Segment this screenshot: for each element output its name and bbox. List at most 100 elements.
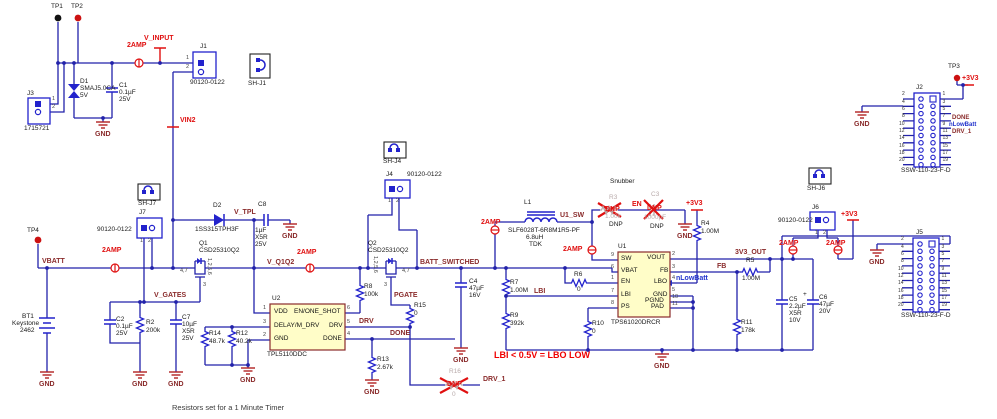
j2-pin-16-num: 16	[899, 142, 905, 149]
u1-num-5: 5	[672, 287, 676, 293]
fuse5-label: 2AMP	[563, 246, 583, 253]
j2-pin-20-num: 20	[899, 157, 905, 164]
pin1-marker	[928, 240, 936, 248]
junction-dot	[252, 266, 256, 270]
j1-ref: J1	[200, 43, 207, 50]
header-pins	[34, 60, 830, 232]
r16-val: 0	[452, 391, 456, 398]
r6-ref: R6	[574, 271, 583, 278]
j2-ref: J2	[916, 84, 923, 91]
j3-body	[27, 97, 51, 125]
u1-num-3: 3	[672, 264, 676, 270]
r16-ref: R16	[449, 368, 461, 375]
resistor-symbol	[582, 320, 594, 338]
j6-ref: J6	[812, 204, 819, 211]
q1-pin-gate: 3	[203, 282, 207, 288]
j6-body	[809, 211, 836, 231]
u1-num-9: 9	[611, 252, 615, 258]
test-points	[34, 14, 961, 244]
resistor-symbol	[600, 204, 618, 216]
c1-val: 0.1µF	[119, 89, 136, 96]
vtpl-label: V_TPL	[234, 209, 256, 216]
j3-part: 1715721	[24, 125, 50, 132]
gnd-bt1-label: GND	[39, 381, 55, 388]
j2-pin-1-num: 1	[942, 91, 946, 98]
done-label: DONE	[390, 330, 411, 337]
u1-num-7: 7	[611, 288, 615, 294]
tp3-point	[953, 74, 961, 82]
j5-pin-6-num: 6	[901, 251, 904, 257]
l1-mfr: TDK	[529, 241, 542, 248]
p3v3-tp3: +3V3	[962, 75, 979, 82]
r14-val: 48.7k	[209, 338, 225, 345]
junction-dot	[110, 61, 114, 65]
u1-pin-fb: FB	[660, 267, 669, 274]
j3-ref: J3	[27, 90, 34, 97]
j6-pin1-num: 1	[815, 230, 819, 236]
snubber-label: Snubber	[610, 178, 635, 185]
q2-ref: Q2	[368, 240, 377, 247]
tp1-point	[54, 14, 62, 22]
u2-num-3: 3	[263, 319, 267, 325]
junction-dot	[358, 266, 362, 270]
j2-pin-14-num: 14	[899, 135, 905, 142]
u2-num-4: 4	[347, 331, 351, 337]
junction-dot	[791, 257, 795, 261]
r5-val: 1.00M	[742, 275, 761, 282]
c6-volt: 20V	[819, 308, 831, 315]
j2-part: SSW-110-23-F-D	[901, 167, 951, 174]
gnd-u1-label: GND	[654, 363, 670, 370]
shj6-body	[808, 167, 832, 185]
j5-part: SSW-110-23-F-D	[901, 312, 951, 319]
j2-pin-8-num: 8	[902, 113, 905, 120]
resistor-symbol	[570, 277, 588, 289]
j2-pin-12-num: 12	[899, 127, 905, 134]
j5-pin-13-num: 13	[941, 280, 948, 287]
tp2-label: TP2	[71, 3, 83, 10]
j5-pin-5-num: 5	[941, 251, 945, 257]
j4-part: 90120-0122	[407, 171, 442, 178]
j6-pin2-num: 2	[823, 230, 827, 236]
p3v3-r4: +3V3	[686, 200, 703, 207]
u2-pin-done: DONE	[323, 335, 342, 342]
gnd-c2-label: GND	[132, 381, 148, 388]
q1-part: CSD25310Q2	[199, 247, 240, 254]
c3-ref: C3	[651, 191, 660, 198]
r10-ref: R10	[592, 320, 604, 327]
q2-pin-gate: 3	[384, 282, 388, 288]
j5-pin-3-num: 3	[941, 243, 945, 250]
fuse3-label: 2AMP	[297, 249, 317, 256]
u1-pin-ps: PS	[621, 303, 630, 310]
junction-dot	[590, 220, 594, 224]
u2-pin-drv: DRV	[329, 322, 343, 329]
j2-pin-9-num: 9	[942, 120, 946, 127]
r8-ref: R8	[364, 283, 373, 290]
junction-dot	[56, 61, 60, 65]
gnd-u2-label: GND	[240, 377, 256, 384]
inductor-l1	[524, 217, 558, 223]
j5-pin-16-num: 16	[898, 287, 904, 294]
j2-pin-2-num: 2	[902, 91, 905, 98]
resistor-symbol	[226, 330, 238, 348]
bt1-val: 2462	[20, 327, 35, 334]
j5-pin-14-num: 14	[898, 280, 904, 287]
resistor-symbol	[741, 266, 759, 278]
j5-pin-2-num: 2	[901, 236, 904, 243]
r2-ref: R2	[146, 319, 155, 326]
gnd-snubber-label: GND	[677, 233, 693, 240]
c5-ref: C5	[789, 296, 798, 303]
fuse2-label: 2AMP	[102, 247, 122, 254]
j7-part: 90120-0122	[97, 226, 132, 233]
resistor-symbol	[199, 330, 211, 348]
tp1-label: TP1	[51, 3, 63, 10]
u1-body	[617, 251, 671, 318]
junction-dot	[459, 266, 463, 270]
resistor-symbol	[500, 312, 512, 330]
u1-pin-pgnd: PGND	[645, 297, 664, 304]
resistor-symbol	[366, 356, 378, 374]
r8-val: 100k	[364, 291, 379, 298]
en-label: EN	[632, 201, 642, 208]
shunt-jumpers	[137, 53, 832, 201]
r5-ref: R5	[746, 257, 755, 264]
